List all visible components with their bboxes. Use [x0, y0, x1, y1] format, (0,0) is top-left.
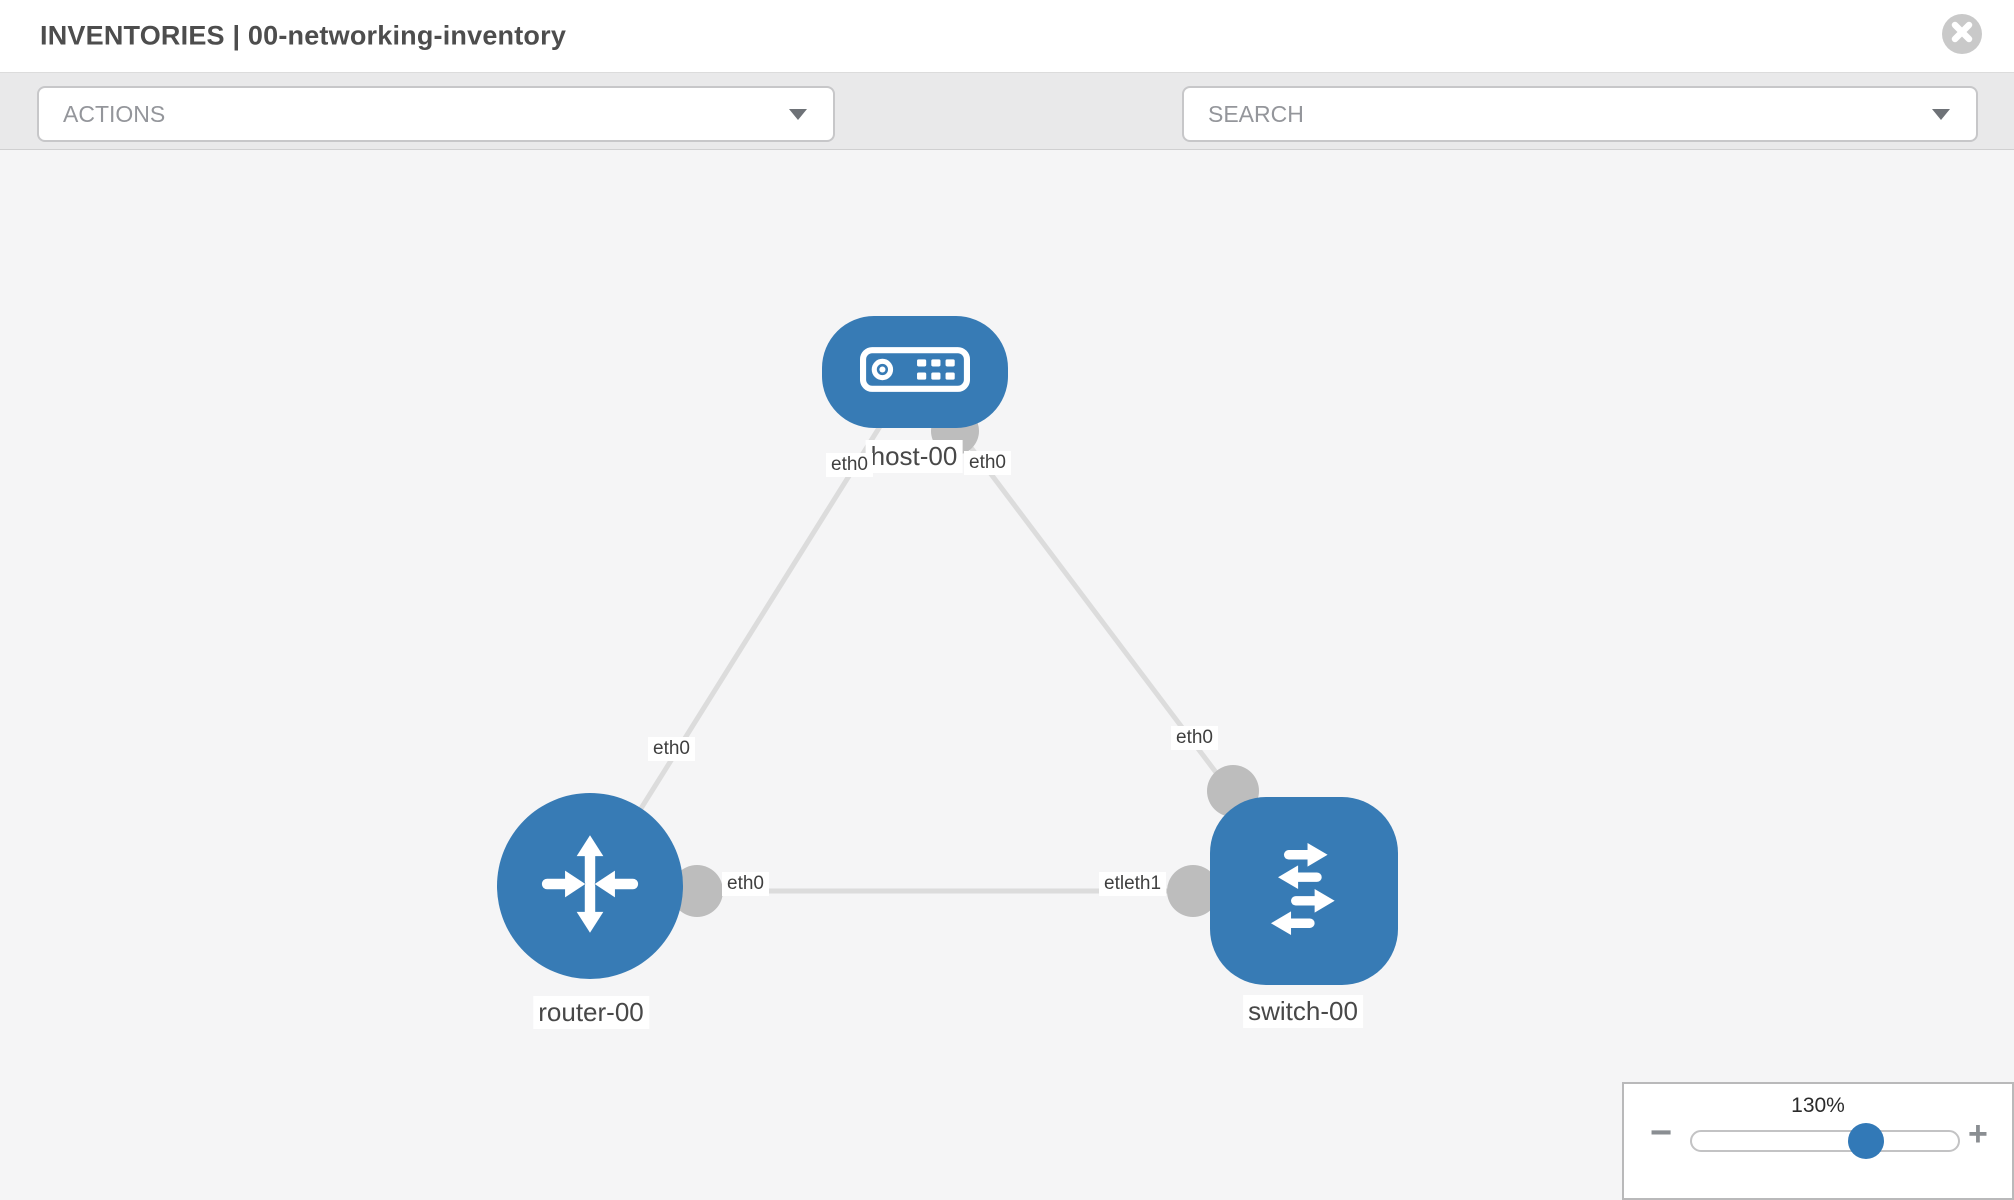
close-button[interactable] — [1942, 14, 1982, 54]
zoom-out-button[interactable]: − — [1650, 1112, 1673, 1154]
search-dropdown-label: SEARCH — [1208, 100, 1304, 127]
actions-dropdown-label: ACTIONS — [63, 100, 166, 127]
zoom-slider-track[interactable] — [1690, 1123, 1960, 1159]
links-layer — [587, 370, 1303, 917]
interface-connector — [1167, 865, 1219, 917]
node-switch-00[interactable] — [1210, 797, 1398, 985]
zoom-control-panel: 130% − + — [1622, 1082, 2014, 1200]
interface-label: eth0 — [964, 451, 1011, 475]
host-icon — [860, 347, 970, 397]
topology-canvas[interactable]: host-00 router-00 switch-00 eth0 eth0 et… — [0, 150, 2014, 1200]
actions-dropdown[interactable]: ACTIONS — [37, 86, 835, 142]
caret-down-icon — [1932, 109, 1950, 120]
node-label-router: router-00 — [533, 996, 649, 1029]
caret-down-icon — [789, 109, 807, 120]
zoom-in-button[interactable]: + — [1968, 1115, 1988, 1153]
interface-label: eth0 — [648, 737, 695, 761]
toolbar: ACTIONS — [0, 72, 2014, 200]
node-label-host: host-00 — [865, 440, 963, 473]
router-icon — [532, 826, 648, 947]
node-label-switch: switch-00 — [1243, 995, 1363, 1028]
node-router-00[interactable] — [497, 793, 683, 979]
zoom-slider-thumb[interactable] — [1848, 1123, 1884, 1159]
zoom-level-value: 130% — [1791, 1094, 1845, 1117]
search-dropdown[interactable]: SEARCH — [1182, 86, 1978, 142]
interface-label: etleth1 — [1099, 872, 1167, 896]
close-icon — [1942, 12, 1982, 57]
interface-label: eth0 — [826, 453, 873, 477]
header-bar: INVENTORIES | 00-networking-inventory — [0, 0, 2014, 72]
interface-label: eth0 — [1171, 726, 1218, 750]
interface-connector — [671, 865, 723, 917]
node-host-00[interactable] — [822, 316, 1008, 428]
switch-icon — [1245, 830, 1363, 953]
interface-label: eth0 — [722, 872, 769, 896]
page-title: INVENTORIES | 00-networking-inventory — [40, 20, 567, 51]
